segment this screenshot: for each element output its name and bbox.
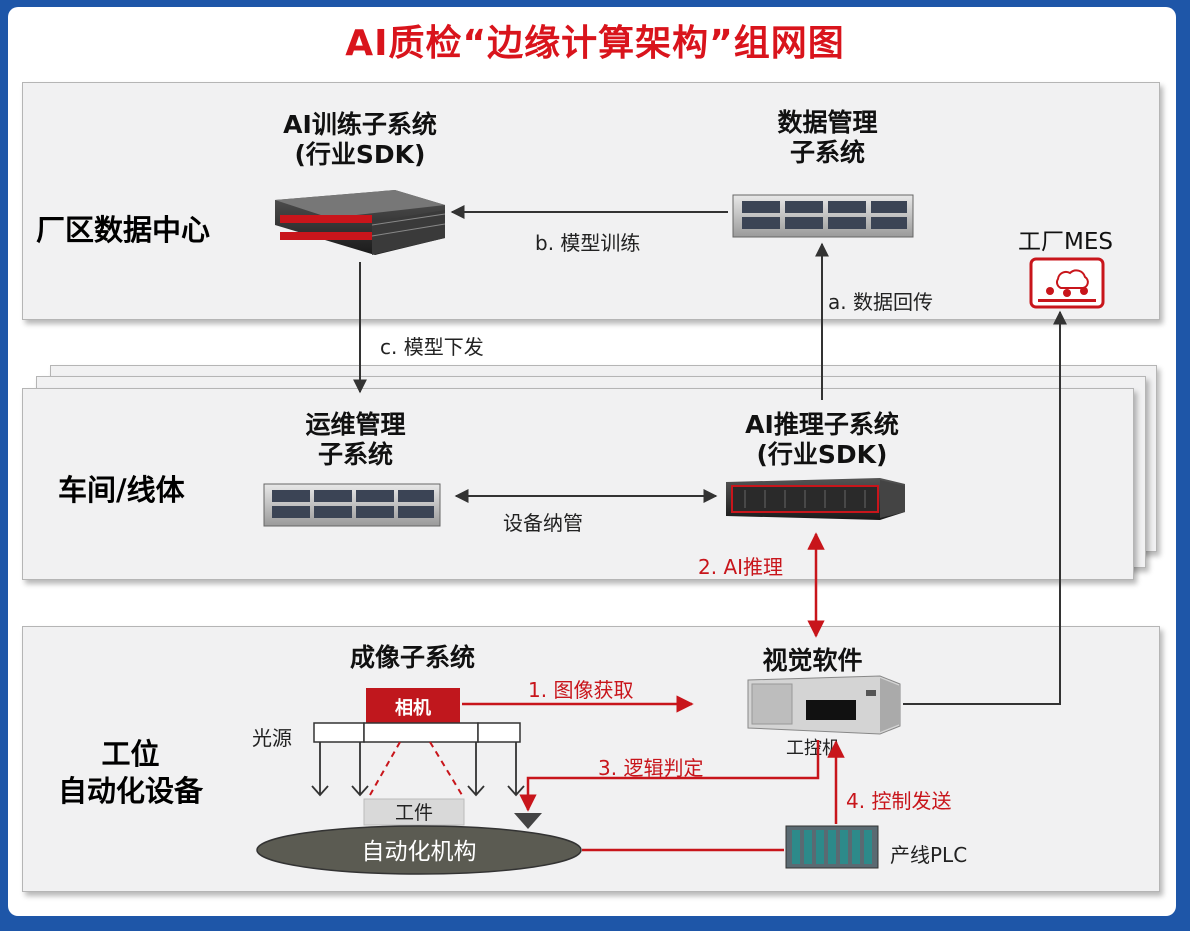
ops-line1: 运维管理 xyxy=(305,410,406,439)
workpiece-box xyxy=(363,798,465,826)
infer-line2: (行业SDK) xyxy=(756,440,888,469)
vision-software-label: 视觉软件 xyxy=(762,646,863,675)
zone-station-line2: 自动化设备 xyxy=(57,774,203,809)
inference-server-icon xyxy=(726,478,905,520)
edge-logic-judge xyxy=(519,740,820,812)
data-server-icon xyxy=(732,194,914,238)
camera-box xyxy=(366,688,460,726)
edge-model-train-label: b. 模型训练 xyxy=(535,231,641,255)
infer-subsystem-label: AI推理子系统 (行业SDK) xyxy=(712,410,932,470)
edge-ipc-to-mes xyxy=(903,310,1067,705)
panel-datacenter xyxy=(22,82,1160,320)
edge-device-mgmt-label: 设备纳管 xyxy=(503,511,583,535)
camera-label: 相机 xyxy=(395,698,431,719)
light-source-label: 光源 xyxy=(252,726,292,750)
edge-model-deploy-label: c. 模型下发 xyxy=(380,335,484,359)
edge-image-acq-label: 1. 图像获取 xyxy=(528,678,634,702)
edge-control-send-label: 4. 控制发送 xyxy=(846,789,952,813)
edge-ai-infer-label: 2. AI推理 xyxy=(698,555,784,579)
data-subsystem-label: 数据管理 子系统 xyxy=(740,108,915,168)
ops-line2: 子系统 xyxy=(317,440,393,469)
imaging-subsystem-label: 成像子系统 xyxy=(349,643,475,672)
zone-station-label: 工位 自动化设备 xyxy=(38,736,223,810)
ipc-icon xyxy=(747,675,901,735)
infer-line1: AI推理子系统 xyxy=(745,410,899,439)
train-line2: (行业SDK) xyxy=(294,140,426,169)
ipc-label: 工控机 xyxy=(786,738,840,759)
plc-icon xyxy=(785,825,879,869)
mes-icon xyxy=(1029,257,1105,309)
training-server-icon xyxy=(275,190,446,255)
zone-datacenter-label: 厂区数据中心 xyxy=(36,213,211,247)
ops-server-icon xyxy=(263,483,441,527)
diagram-title: AI质检“边缘计算架构”组网图 xyxy=(345,23,845,64)
panel-station xyxy=(22,626,1160,892)
train-subsystem-label: AI训练子系统 (行业SDK) xyxy=(250,110,470,170)
zone-station-line1: 工位 xyxy=(101,737,160,771)
light-source-icon xyxy=(313,722,521,743)
light-down-arrows xyxy=(311,742,525,797)
data-line1: 数据管理 xyxy=(777,108,878,137)
edge-logic-judge-label: 3. 逻辑判定 xyxy=(598,756,704,780)
plc-label: 产线PLC xyxy=(890,843,968,867)
zone-workshop-label: 车间/线体 xyxy=(58,473,185,507)
ops-subsystem-label: 运维管理 子系统 xyxy=(268,410,443,470)
train-line1: AI训练子系统 xyxy=(283,110,437,139)
workpiece-label: 工件 xyxy=(395,802,433,824)
mes-label: 工厂MES xyxy=(1018,229,1113,255)
panel-workshop xyxy=(22,388,1134,580)
automation-mechanism xyxy=(256,825,582,875)
data-line2: 子系统 xyxy=(789,138,865,167)
camera-view-cone xyxy=(369,741,463,796)
edge-data-return-label: a. 数据回传 xyxy=(828,290,933,314)
sensor-triangle-icon xyxy=(514,813,542,829)
automation-label: 自动化机构 xyxy=(362,839,477,865)
